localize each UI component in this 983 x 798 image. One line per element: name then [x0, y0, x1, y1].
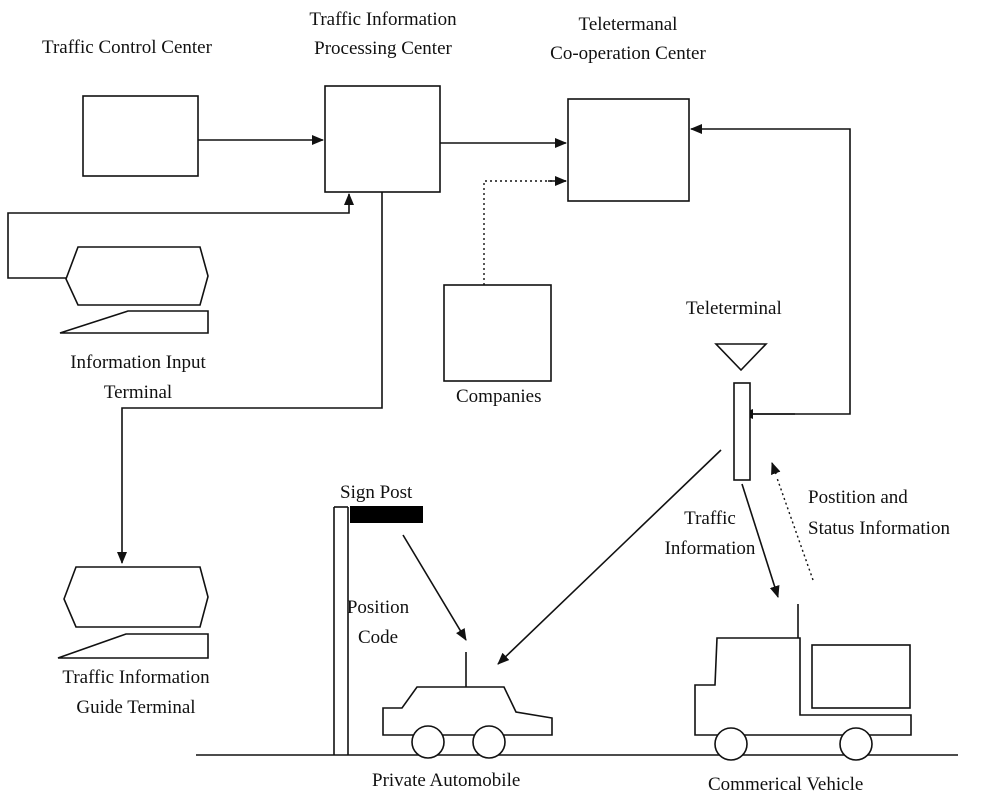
input-terminal-label-line2: Terminal	[103, 382, 173, 403]
commercial-vehicle-label: Commerical Vehicle	[708, 774, 864, 795]
traffic-information-processing-center-box	[324, 85, 441, 193]
traffic-information-label-line2: Information	[664, 538, 756, 559]
teleterminal-label: Teleterminal	[686, 298, 782, 319]
sign-post-label: Sign Post	[340, 482, 413, 503]
position-status-label-line1: Postition and	[808, 487, 908, 508]
teleterminal-cooperation-center-box	[567, 98, 690, 202]
guide-terminal-label-line2: Guide Terminal	[76, 697, 196, 718]
position-code-label-line1: Position	[346, 597, 410, 618]
arrow-teleterminal-to-truck	[741, 483, 780, 598]
dotted-companies-to-cooperation	[483, 180, 566, 285]
arrow-head-truck-to-teleterminal	[771, 462, 781, 476]
commercial-vehicle-icon	[694, 604, 912, 761]
sign-post-icon	[333, 506, 423, 755]
arrow-teleterminal-to-car	[497, 449, 722, 665]
position-code-label-line2: Code	[357, 627, 399, 648]
processing-center-label-line1: Traffic Information	[309, 9, 457, 30]
private-automobile-icon	[382, 652, 553, 759]
information-input-terminal-icon	[59, 246, 209, 334]
arrow-signpost-to-car	[402, 534, 467, 641]
companies-label: Companies	[456, 386, 542, 407]
arrow-input-terminal-to-processing	[7, 193, 354, 279]
processing-center-label-line2: Processing Center	[314, 38, 452, 59]
guide-terminal-label-line1: Traffic Information	[62, 667, 210, 688]
cooperation-center-label-line1: Teletermanal	[578, 14, 678, 35]
arrow-teleterminal-to-cooperation	[690, 124, 851, 415]
companies-box	[443, 284, 552, 382]
guide-terminal-icon	[57, 566, 209, 659]
cooperation-center-label-line2: Co-operation Center	[550, 43, 706, 64]
traffic-information-label-line1: Traffic	[684, 508, 736, 529]
input-terminal-label-line1: Information Input	[70, 352, 206, 373]
private-automobile-label: Private Automobile	[372, 770, 521, 791]
arrow-processing-to-guide-terminal	[117, 192, 383, 564]
teleterminal-antenna-icon	[714, 343, 768, 481]
traffic-control-center-box	[82, 95, 199, 177]
traffic-control-center-label: Traffic Control Center	[42, 37, 212, 58]
dotted-truck-to-teleterminal	[776, 477, 814, 581]
position-status-label-line2: Status Information	[808, 518, 950, 539]
